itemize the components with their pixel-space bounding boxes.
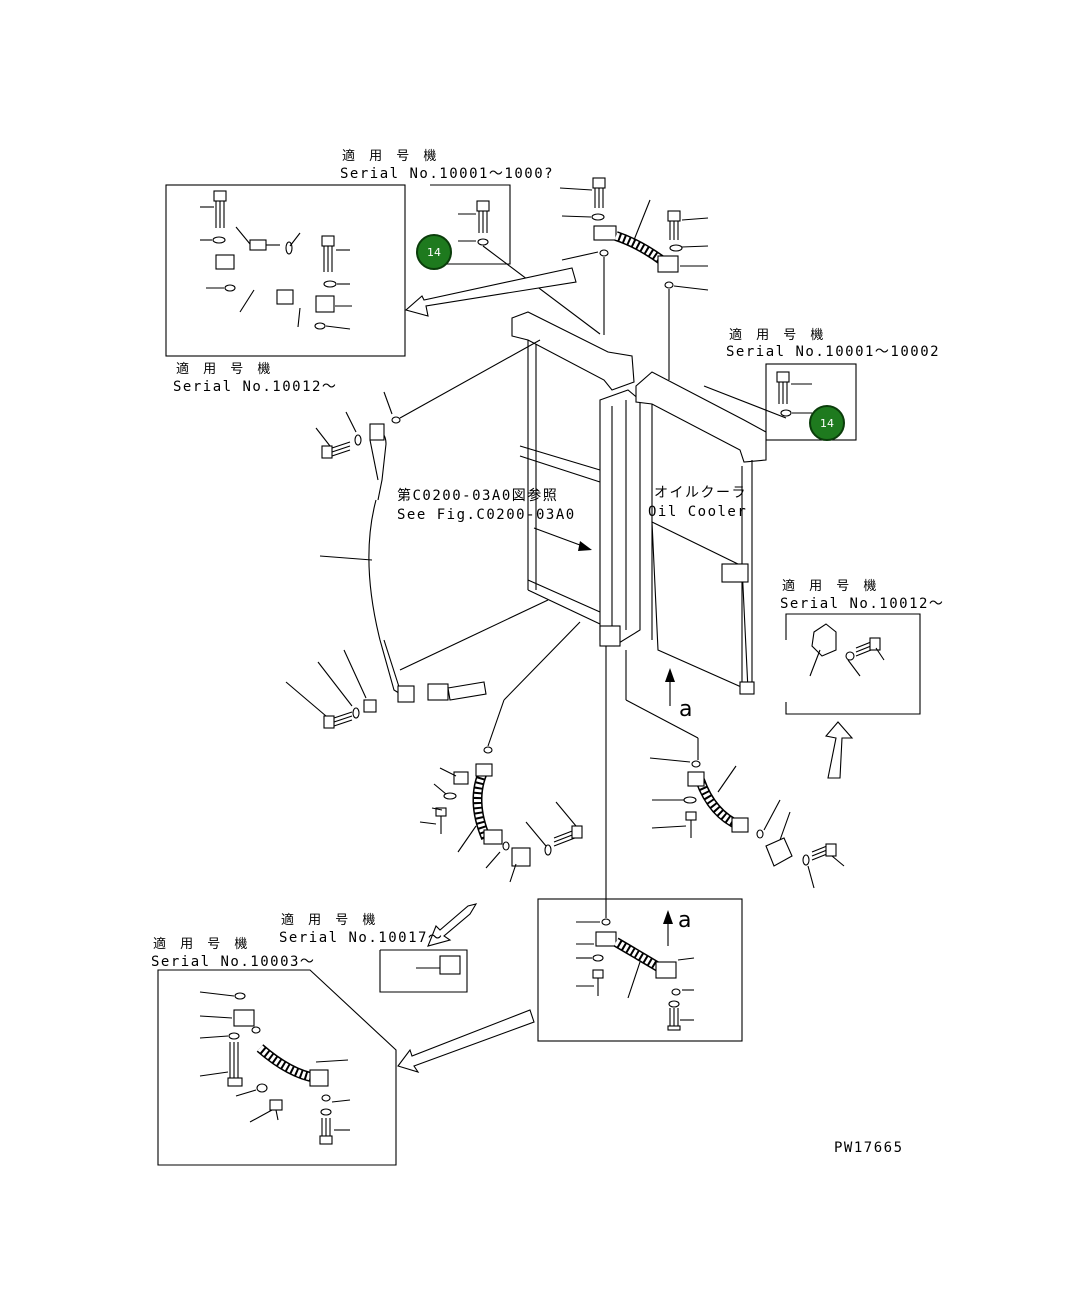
part-badge-14-right-label: 14 (820, 417, 834, 430)
inset-mid-small (379, 949, 468, 993)
serial-tr-ja: 適 用 号 機 (729, 327, 828, 343)
text-labels: 適 用 号 機 Serial No.10001～1000? 適 用 号 機 Se… (151, 148, 944, 1156)
serial-right: Serial No.10012～ (780, 596, 944, 612)
oil-cooler-body (635, 371, 767, 695)
serial-bl-ja: 適 用 号 機 (153, 936, 252, 952)
view-a-arrows (663, 668, 675, 946)
inset-bottom-center (537, 646, 743, 1042)
drawing-number: PW17665 (834, 1140, 904, 1156)
inset-top-small (430, 184, 601, 335)
part-badge-14-left[interactable]: 14 (416, 234, 452, 270)
serial-tl: Serial No.10012～ (173, 379, 337, 395)
view-a-label-1: a (679, 697, 692, 722)
bottom-right-hose (625, 650, 845, 889)
radiator-body (511, 311, 641, 647)
see-fig-pointer (533, 527, 589, 549)
part-badge-14-left-label: 14 (427, 246, 441, 259)
see-fig-ja: 第C0200-03A0図参照 (397, 487, 558, 504)
bottom-left-hose (419, 621, 583, 883)
serial-bl: Serial No.10003～ (151, 954, 315, 970)
serial-top-ja: 適 用 号 機 (342, 148, 441, 164)
serial-tr: Serial No.10001～10002 (726, 344, 940, 360)
top-hose-assembly (559, 177, 709, 380)
view-a-label-2: a (678, 908, 691, 933)
inset-right (785, 613, 921, 715)
serial-mid-ja: 適 用 号 機 (281, 912, 380, 928)
serial-mid: Serial No.10017～ (279, 930, 443, 946)
see-fig: See Fig.C0200-03A0 (397, 507, 576, 523)
inset-top-right (703, 363, 857, 441)
oil-cooler-ja: オイルクーラ (654, 485, 747, 501)
left-pipe-assembly (285, 339, 549, 729)
part-badge-14-right[interactable]: 14 (809, 405, 845, 441)
serial-right-ja: 適 用 号 機 (782, 578, 881, 594)
serial-tl-ja: 適 用 号 機 (176, 361, 275, 377)
inset-bottom-left (157, 969, 397, 1166)
callout-arrows (397, 267, 854, 1073)
inset-top-left (165, 184, 406, 357)
oil-cooler: Oil Cooler (648, 504, 747, 520)
serial-top: Serial No.10001～1000? (340, 166, 554, 182)
